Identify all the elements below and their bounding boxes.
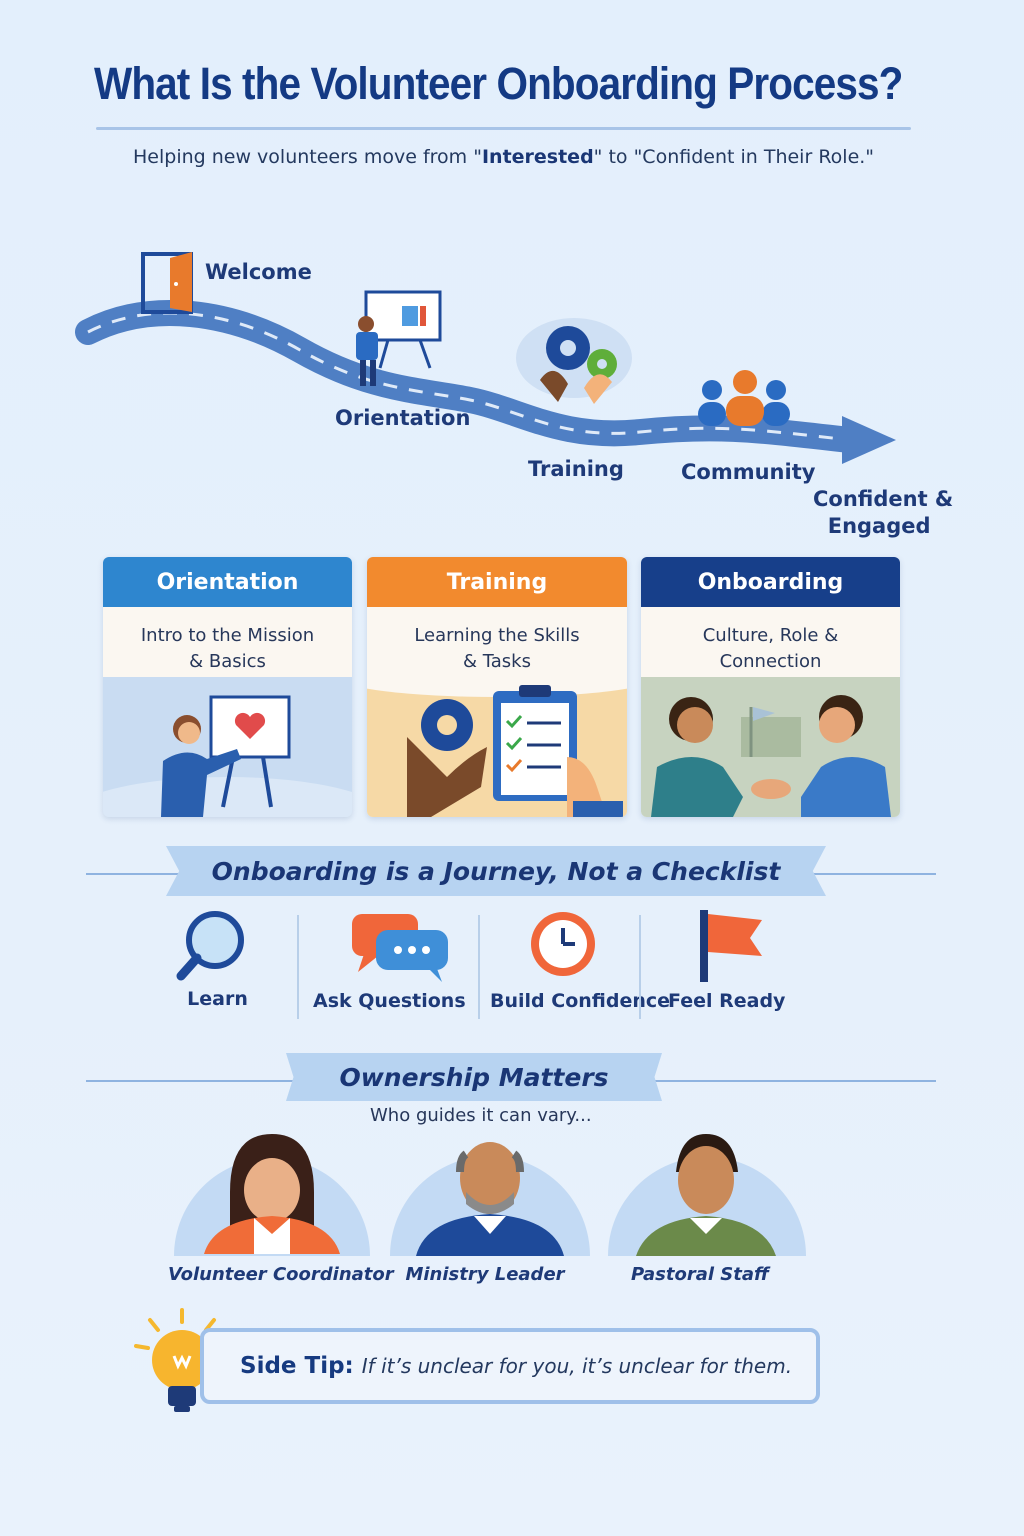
step-ask-questions: Ask Questions — [313, 990, 466, 1012]
person-pastoral-staff: Pastoral Staff — [630, 1264, 770, 1285]
person-ministry-leader: Ministry Leader — [405, 1264, 565, 1285]
step-divider — [639, 915, 641, 1019]
flag-icon — [700, 910, 762, 982]
side-tip-box: Side Tip: If it’s unclear for you, it’s … — [200, 1328, 820, 1404]
ownership-banner: Ownership Matters — [286, 1053, 662, 1101]
card-title: Training — [367, 557, 627, 607]
presenter-icon — [356, 290, 442, 386]
chat-bubbles-icon — [352, 914, 448, 982]
journey-road-illustration — [75, 252, 896, 464]
card-orientation: Orientation Intro to the Mission & Basic… — [103, 557, 352, 817]
presenter-illustration — [103, 677, 352, 817]
gear-icon — [421, 699, 473, 751]
step-feel-ready: Feel Ready — [668, 990, 786, 1012]
coordinator-avatar — [174, 1134, 370, 1256]
pastoral-staff-avatar — [608, 1134, 806, 1256]
gears-icon — [516, 318, 632, 404]
card-onboarding: Onboarding Culture, Role & Connection — [641, 557, 900, 817]
subtitle-part: " to "Confident in Their Role." — [593, 146, 875, 168]
journey-banner: Onboarding is a Journey, Not a Checklist — [166, 846, 826, 896]
card-description: Learning the Skills & Tasks — [414, 625, 580, 672]
stage-confident-engaged: Confident & Engaged — [813, 486, 953, 540]
road-arrowhead — [842, 416, 896, 464]
step-build-confidence: Build Confidence — [490, 990, 671, 1012]
step-learn: Learn — [187, 988, 248, 1010]
card-description: Culture, Role & Connection — [702, 625, 839, 672]
stage-welcome: Welcome — [205, 260, 312, 284]
clock-icon — [531, 912, 595, 976]
connection-illustration — [641, 677, 900, 817]
door-icon — [141, 252, 193, 314]
stage-orientation: Orientation — [335, 406, 471, 430]
subtitle-part: Helping new volunteers move from " — [133, 146, 482, 168]
card-title: Orientation — [103, 557, 352, 607]
stage-community: Community — [681, 460, 816, 484]
title-divider — [96, 127, 911, 130]
card-description: Intro to the Mission & Basics — [140, 625, 315, 672]
page-subtitle: Helping new volunteers move from "Intere… — [133, 146, 874, 168]
step-divider — [297, 915, 299, 1019]
ministry-leader-avatar — [390, 1142, 590, 1256]
stage-end-line: Engaged — [827, 514, 931, 538]
page-title: What Is the Volunteer Onboarding Process… — [94, 58, 903, 109]
training-illustration — [367, 677, 627, 817]
step-divider — [478, 915, 480, 1019]
person-volunteer-coordinator: Volunteer Coordinator — [168, 1264, 394, 1285]
checklist-icon — [505, 714, 561, 773]
tip-text: If it’s unclear for you, it’s unclear fo… — [361, 1354, 793, 1378]
card-title: Onboarding — [641, 557, 900, 607]
stage-training: Training — [528, 457, 624, 481]
stage-end-line: Confident & — [813, 487, 954, 511]
subtitle-emphasis: Interested — [481, 146, 594, 168]
ownership-subtitle: Who guides it can vary... — [370, 1105, 592, 1126]
heart-icon — [234, 712, 266, 739]
magnifier-icon — [176, 911, 244, 981]
card-training: Training Learning the Skills & Tasks — [367, 557, 627, 817]
community-icon — [698, 370, 790, 426]
tip-label: Side Tip: — [240, 1353, 354, 1379]
